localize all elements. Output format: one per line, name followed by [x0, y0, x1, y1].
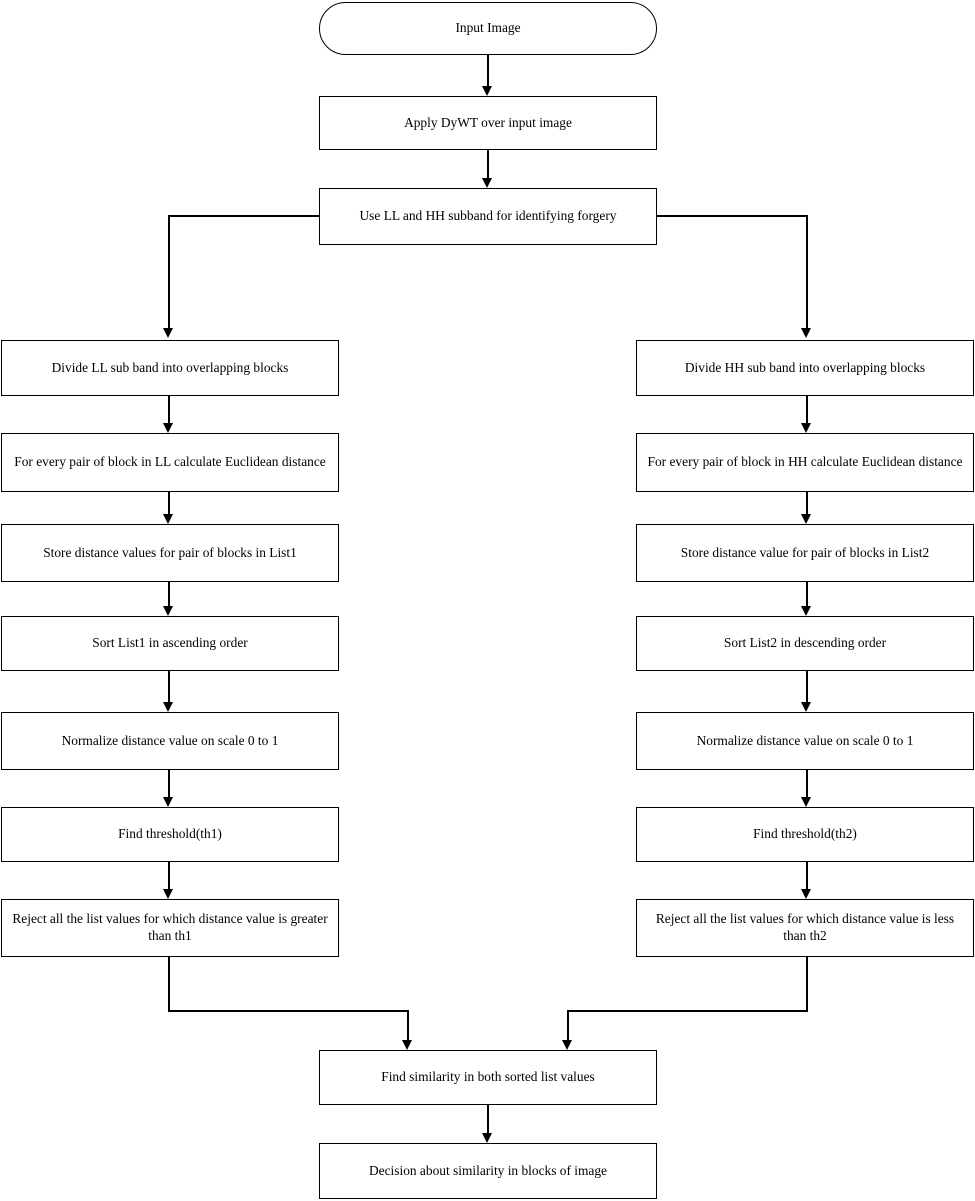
edge-dywt-to-subband [487, 150, 489, 178]
edge-split-left-horizontal [168, 215, 320, 217]
node-right-0[interactable]: Divide HH sub band into overlapping bloc… [636, 340, 974, 396]
node-apply-dywt[interactable]: Apply DyWT over input image [319, 96, 657, 150]
node-label: Normalize distance value on scale 0 to 1 [696, 732, 914, 748]
node-right-5[interactable]: Find threshold(th2) [636, 807, 974, 862]
arrowhead-left-2-3 [163, 606, 174, 616]
arrowhead-left-5-6 [163, 889, 174, 899]
node-left-3[interactable]: Sort List1 in ascending order [1, 616, 339, 671]
node-left-0[interactable]: Divide LL sub band into overlapping bloc… [1, 340, 339, 396]
arrowhead-split-right [801, 328, 812, 338]
edge-left-5-6 [168, 862, 170, 889]
node-label: Store distance values for pair of blocks… [43, 544, 297, 560]
edge-split-right-vertical [806, 215, 808, 328]
node-use-subband[interactable]: Use LL and HH subband for identifying fo… [319, 188, 657, 245]
edge-right-3-4 [806, 671, 808, 702]
node-label: For every pair of block in HH calculate … [647, 454, 963, 470]
edge-right-5-6 [806, 862, 808, 889]
edge-split-right-horizontal [656, 215, 808, 217]
edge-left-2-3 [168, 582, 170, 606]
edge-left-0-1 [168, 396, 170, 423]
node-label: Find similarity in both sorted list valu… [381, 1069, 595, 1085]
node-left-5[interactable]: Find threshold(th1) [1, 807, 339, 862]
node-left-6[interactable]: Reject all the list values for which dis… [1, 899, 339, 957]
node-left-2[interactable]: Store distance values for pair of blocks… [1, 524, 339, 582]
arrowhead-input-to-dywt [482, 86, 493, 96]
edge-merge-right-horizontal [567, 1010, 808, 1012]
node-right-6[interactable]: Reject all the list values for which dis… [636, 899, 974, 957]
edge-input-to-dywt [487, 55, 489, 86]
node-label: Find threshold(th1) [118, 826, 222, 842]
edge-left-4-5 [168, 770, 170, 797]
arrowhead-merge-left [402, 1040, 413, 1050]
node-label: Divide LL sub band into overlapping bloc… [51, 359, 289, 375]
edge-right-0-1 [806, 396, 808, 423]
arrowhead-similarity-to-decision [482, 1133, 493, 1143]
arrowhead-left-3-4 [163, 702, 174, 712]
edge-left-1-2 [168, 492, 170, 514]
edge-right-2-3 [806, 582, 808, 606]
arrowhead-merge-right [562, 1040, 573, 1050]
node-label: Apply DyWT over input image [404, 114, 572, 130]
node-label: Sort List2 in descending order [723, 635, 887, 651]
node-decision[interactable]: Decision about similarity in blocks of i… [319, 1143, 657, 1199]
edge-right-1-2 [806, 492, 808, 514]
node-label: Store distance value for pair of blocks … [680, 544, 930, 560]
arrowhead-left-0-1 [163, 423, 174, 433]
node-left-4[interactable]: Normalize distance value on scale 0 to 1 [1, 712, 339, 770]
arrowhead-right-5-6 [801, 889, 812, 899]
node-right-1[interactable]: For every pair of block in HH calculate … [636, 433, 974, 492]
arrowhead-dywt-to-subband [482, 178, 493, 188]
arrowhead-left-1-2 [163, 514, 174, 524]
edge-merge-right-drop [567, 1010, 569, 1040]
node-label: Input Image [455, 20, 521, 36]
node-label: Use LL and HH subband for identifying fo… [359, 208, 617, 224]
edge-merge-left-down [168, 957, 170, 1012]
arrowhead-left-4-5 [163, 797, 174, 807]
node-label: Divide HH sub band into overlapping bloc… [684, 359, 926, 375]
node-label: Reject all the list values for which dis… [655, 911, 955, 943]
edge-left-3-4 [168, 671, 170, 702]
edge-merge-right-down [806, 957, 808, 1012]
node-find-similarity[interactable]: Find similarity in both sorted list valu… [319, 1050, 657, 1105]
node-label: Reject all the list values for which dis… [12, 911, 328, 943]
edge-merge-left-horizontal [168, 1010, 409, 1012]
node-input-image[interactable]: Input Image [319, 2, 657, 55]
node-left-1[interactable]: For every pair of block in LL calculate … [1, 433, 339, 492]
arrowhead-right-3-4 [801, 702, 812, 712]
arrowhead-right-0-1 [801, 423, 812, 433]
arrowhead-right-4-5 [801, 797, 812, 807]
node-label: Sort List1 in ascending order [92, 635, 248, 651]
node-right-2[interactable]: Store distance value for pair of blocks … [636, 524, 974, 582]
edge-split-left-vertical [168, 215, 170, 328]
edge-right-4-5 [806, 770, 808, 797]
node-right-4[interactable]: Normalize distance value on scale 0 to 1 [636, 712, 974, 770]
arrowhead-right-1-2 [801, 514, 812, 524]
node-label: Find threshold(th2) [753, 826, 857, 842]
arrowhead-split-left [163, 328, 174, 338]
edge-merge-left-drop [407, 1010, 409, 1040]
edge-similarity-to-decision [487, 1105, 489, 1133]
node-label: Normalize distance value on scale 0 to 1 [61, 732, 279, 748]
arrowhead-right-2-3 [801, 606, 812, 616]
node-right-3[interactable]: Sort List2 in descending order [636, 616, 974, 671]
node-label: Decision about similarity in blocks of i… [368, 1162, 607, 1178]
node-label: For every pair of block in LL calculate … [14, 454, 326, 470]
